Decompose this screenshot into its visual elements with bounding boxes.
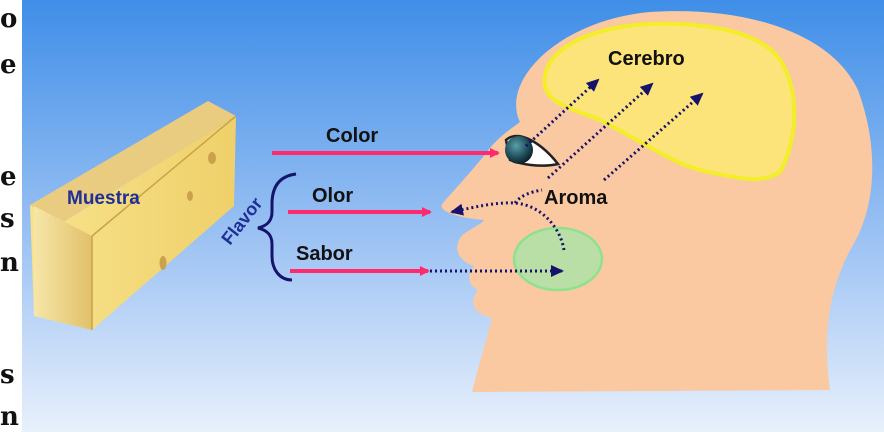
cheese-hole [208, 152, 216, 164]
cropped-text-margin: o e e s n s n [0, 0, 22, 432]
label-color: Color [326, 125, 378, 147]
cheese-hole [187, 191, 193, 201]
eyeball [505, 136, 533, 164]
cropped-glyph: n [0, 250, 22, 276]
cropped-glyph: s [0, 362, 22, 388]
label-olor: Olor [312, 185, 353, 207]
mouth-taste-zone [514, 228, 602, 290]
cropped-glyph: o [0, 6, 22, 32]
label-aroma: Aroma [544, 187, 608, 209]
cropped-glyph: n [0, 404, 22, 430]
label-muestra: Muestra [67, 188, 140, 209]
cropped-glyph: s [0, 206, 22, 232]
cheese-hole [160, 256, 167, 270]
cropped-glyph: e [0, 164, 22, 190]
label-sabor: Sabor [296, 243, 353, 265]
label-cerebro: Cerebro [608, 48, 685, 70]
cropped-glyph: e [0, 52, 22, 78]
